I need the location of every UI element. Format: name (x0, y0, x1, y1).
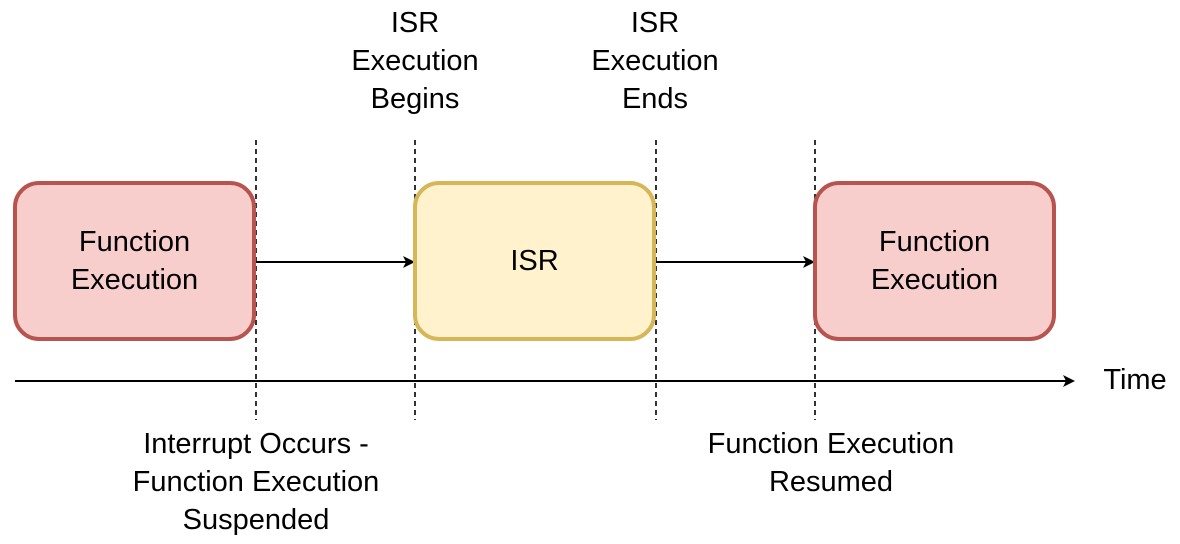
isr-box-label: ISR (510, 245, 559, 277)
function-resumed-label: Function Execution Resumed (671, 425, 991, 501)
resumed-line2: Resumed (768, 466, 894, 498)
isr-box: ISR (413, 181, 656, 341)
isr-begins-line3: Begins (370, 83, 460, 115)
isr-ends-line2: Execution (591, 45, 719, 77)
function-end-line2: Execution (870, 264, 999, 296)
function-start-line1: Function (78, 226, 191, 258)
interrupt-occurs-label: Interrupt Occurs - Function Execution Su… (96, 425, 416, 539)
isr-begins-line1: ISR (390, 7, 440, 39)
function-execution-box-start: Function Execution (13, 181, 256, 341)
function-execution-box-end: Function Execution (813, 181, 1056, 341)
interrupt-line1: Interrupt Occurs - (143, 428, 369, 460)
function-end-line1: Function (878, 226, 991, 258)
interrupt-line2: Function Execution (132, 466, 380, 498)
isr-begins-line2: Execution (351, 45, 479, 77)
isr-ends-line1: ISR (630, 7, 680, 39)
resumed-line1: Function Execution (707, 428, 955, 460)
time-label-text: Time (1103, 364, 1167, 396)
isr-ends-label: ISR Execution Ends (555, 4, 755, 118)
isr-ends-line3: Ends (621, 83, 689, 115)
time-axis-label: Time (1090, 361, 1180, 399)
isr-begins-label: ISR Execution Begins (315, 4, 515, 118)
function-start-line2: Execution (70, 264, 199, 296)
interrupt-line3: Suspended (182, 504, 330, 536)
